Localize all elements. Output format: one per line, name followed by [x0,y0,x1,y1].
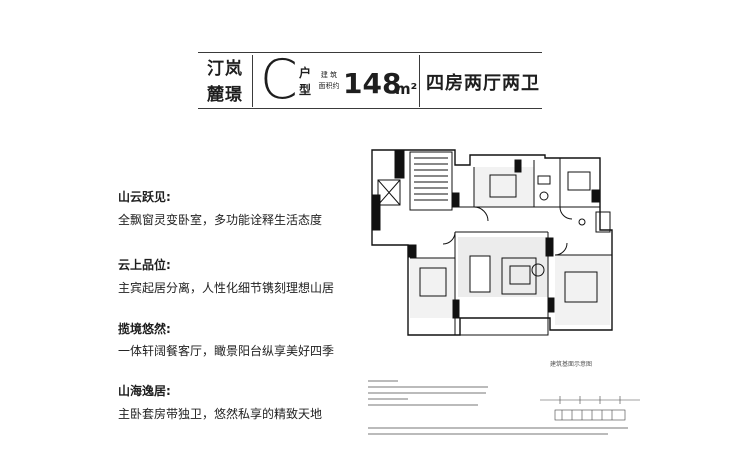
floor-plan-drawing [371,149,613,336]
header-bottom-rule [198,108,542,109]
feature-desc-4: 主卧套房带独卫，悠然私享的精致天地 [118,407,323,421]
header-divider [252,55,253,107]
feature-desc-1: 全飘窗灵变卧室，多功能诠释生活态度 [118,213,323,227]
unit-type-label-1: 户 [298,66,311,80]
header-top-rule [198,52,542,53]
feature-title-2: 云上品位: [118,258,171,272]
project-name: 汀岚 麓璟 [201,56,249,108]
floor-plan-caption: 建筑基面示意图 [550,360,592,368]
area-label: 建 筑 面积约 [318,70,340,92]
header-divider [419,55,420,107]
area-value: 148 [343,67,402,100]
feature-title-4: 山海逸居: [118,384,171,398]
area-label-1: 建 筑 [320,71,338,79]
key-plan-legend [540,396,640,421]
unit-type-label-2: 型 [298,83,311,97]
feature-title-3: 揽境悠然: [118,322,171,336]
feature-desc-3: 一体轩阔餐客厅，瞰景阳台纵享美好四季 [118,344,335,358]
feature-desc-2: 主宾起居分离，人性化细节镌刻理想山居 [118,281,335,295]
unit-type-letter: C [260,48,298,111]
layout-description: 四房两厅两卫 [426,73,540,94]
fine-print [368,380,628,435]
project-name-line2: 麓璟 [207,85,243,105]
area-label-2: 面积约 [318,82,340,90]
area-unit: m² [395,80,418,98]
unit-type-label: 户 型 [298,65,312,99]
project-name-line1: 汀岚 [207,59,243,79]
feature-title-1: 山云跃见: [118,190,171,204]
